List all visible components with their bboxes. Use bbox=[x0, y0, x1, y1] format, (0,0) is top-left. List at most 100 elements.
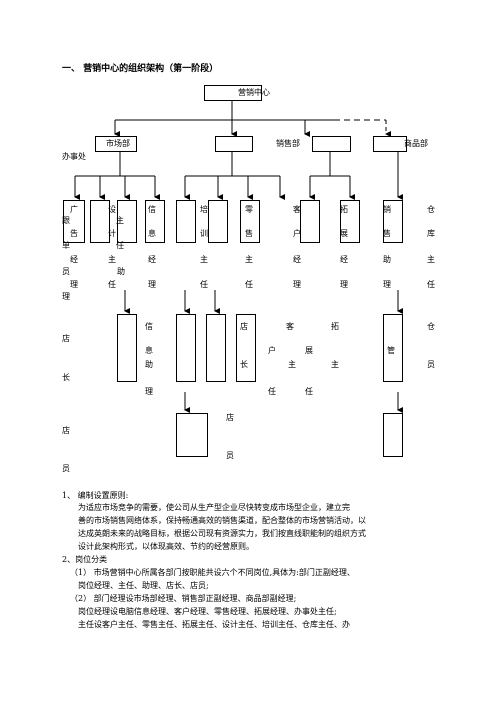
org-node-label: 销售部 bbox=[276, 139, 300, 148]
chart-char: 理 bbox=[340, 280, 348, 289]
chart-char: 客 bbox=[286, 322, 294, 331]
chart-char: 理 bbox=[148, 280, 156, 289]
chart-char: 理 bbox=[293, 280, 301, 289]
org-node-level3 bbox=[383, 200, 403, 243]
chart-char: 长 bbox=[62, 373, 70, 382]
paragraph-line: 达成英朗未来的战略目标，根据公司现有资源实力，我们按直线职能制的组织方式 bbox=[78, 529, 366, 538]
org-node-level3 bbox=[340, 200, 360, 243]
chart-char: 培 bbox=[200, 205, 208, 214]
paragraph-line: 主任设客户主任、零售主任、拓展主任、设计主任、培训主任、仓库主任、办 bbox=[78, 620, 350, 629]
org-node-level4 bbox=[176, 314, 196, 382]
org-node-label: 市场部 bbox=[106, 139, 130, 148]
chart-char: 户 bbox=[293, 229, 301, 238]
chart-char: 助 bbox=[145, 360, 153, 369]
paragraph-line: 岗位经理、主任、助理、店长、店员; bbox=[78, 581, 209, 590]
chart-char: 任 bbox=[245, 280, 253, 289]
chart-char: 助 bbox=[117, 267, 125, 276]
chart-char: 店 bbox=[62, 334, 70, 343]
org-node-level3 bbox=[63, 200, 85, 243]
chart-char: 库 bbox=[427, 229, 435, 238]
chart-char: 员 bbox=[226, 451, 234, 460]
chart-char: 店 bbox=[226, 413, 234, 422]
chart-char: 主 bbox=[116, 216, 124, 225]
org-node-label: 办事处 bbox=[62, 152, 86, 161]
chart-char: 计 bbox=[108, 229, 116, 238]
chart-char: 任 bbox=[116, 241, 124, 250]
chart-char: 任 bbox=[268, 387, 276, 396]
chart-char: 户 bbox=[268, 346, 276, 355]
chart-char: 训 bbox=[200, 229, 208, 238]
chart-char: 息 bbox=[148, 229, 156, 238]
section-1-title: 1、 编制设置原则: bbox=[62, 491, 129, 500]
chart-char: 员 bbox=[62, 464, 70, 473]
chart-char: 主 bbox=[288, 360, 296, 369]
chart-char: 经 bbox=[293, 255, 301, 264]
chart-char: 告 bbox=[70, 229, 78, 238]
org-node-marketing-center bbox=[204, 85, 262, 101]
chart-char: 售 bbox=[245, 229, 253, 238]
chart-char: 理 bbox=[70, 280, 78, 289]
chart-char: 主 bbox=[331, 360, 339, 369]
org-node-label: 商品部 bbox=[404, 139, 428, 148]
paragraph-line: 设计此架构形式，以体现高效、节约的经营原则。 bbox=[78, 542, 254, 551]
chart-char: 跟 bbox=[62, 216, 70, 225]
chart-char: 单 bbox=[62, 241, 70, 250]
chart-char: 长 bbox=[240, 360, 248, 369]
chart-char: 任 bbox=[427, 280, 435, 289]
chart-char: 主 bbox=[200, 255, 208, 264]
paragraph-line: （1） 市场营销中心所属各部门按职能共设六个不同岗位,具体为:部门正副经理、 bbox=[70, 568, 355, 577]
chart-char: 店 bbox=[62, 426, 70, 435]
org-node-level3 bbox=[208, 200, 228, 243]
org-node-level3 bbox=[145, 200, 165, 243]
org-node-level3 bbox=[117, 200, 137, 243]
chart-char: 主 bbox=[245, 255, 253, 264]
chart-char: 经 bbox=[148, 255, 156, 264]
chart-char: 仓 bbox=[427, 205, 435, 214]
org-node-level4 bbox=[236, 314, 256, 382]
chart-char: 员 bbox=[427, 360, 435, 369]
chart-char: 任 bbox=[305, 387, 313, 396]
org-node-product-dept bbox=[373, 136, 407, 152]
org-node-sales-dept bbox=[312, 136, 351, 152]
chart-char: 店 bbox=[240, 322, 248, 331]
chart-char: 任 bbox=[200, 280, 208, 289]
org-node-label: 营销中心 bbox=[238, 88, 270, 97]
org-node-blank bbox=[215, 136, 253, 152]
chart-char: 信 bbox=[148, 205, 156, 214]
chart-char: 管 bbox=[387, 346, 395, 355]
chart-char: 主 bbox=[427, 255, 435, 264]
chart-char: 主 bbox=[108, 255, 116, 264]
chart-char: 理 bbox=[145, 387, 153, 396]
chart-char: 客 bbox=[293, 205, 301, 214]
chart-char: 零 bbox=[245, 205, 253, 214]
chart-char: 展 bbox=[340, 229, 348, 238]
chart-char: 售 bbox=[383, 229, 391, 238]
chart-char: 广 bbox=[70, 205, 78, 214]
chart-char: 展 bbox=[305, 346, 313, 355]
org-node-level5 bbox=[176, 413, 208, 457]
chart-char: 员 bbox=[62, 267, 70, 276]
chart-char: 任 bbox=[108, 280, 116, 289]
paragraph-line: 善的市场销售网络体系，保持畅通高效的销售渠道，配合整体的市场营销活动，以 bbox=[78, 516, 366, 525]
chart-char: 助 bbox=[383, 255, 391, 264]
page-title: 一、 营销中心的组织架构（第一阶段） bbox=[62, 64, 219, 74]
chart-char: 仓 bbox=[427, 322, 435, 331]
org-node-level3 bbox=[176, 200, 196, 243]
chart-char: 拓 bbox=[331, 322, 339, 331]
chart-char: 销 bbox=[383, 205, 391, 214]
paragraph-line: 岗位经理设电脑信息经理、客户经理、零售经理、拓展经理、办事处主任; bbox=[78, 607, 337, 616]
org-node-level4 bbox=[117, 314, 137, 382]
chart-char: 理 bbox=[62, 292, 70, 301]
section-2-title: 2、岗位分类 bbox=[62, 555, 108, 564]
chart-char: 信 bbox=[145, 322, 153, 331]
chart-char: 经 bbox=[340, 255, 348, 264]
org-node-level3 bbox=[300, 200, 320, 243]
org-node-level4 bbox=[206, 314, 226, 382]
chart-char: 息 bbox=[145, 346, 153, 355]
chart-char: 拓 bbox=[340, 205, 348, 214]
paragraph-line: （2） 部门经理设市场部经理、销售部正副经理、商品部副经理; bbox=[70, 594, 297, 603]
org-node-level5 bbox=[383, 413, 403, 457]
org-node-level3 bbox=[90, 200, 110, 243]
org-node-marketing-dept bbox=[95, 136, 137, 152]
chart-char: 经 bbox=[70, 255, 78, 264]
